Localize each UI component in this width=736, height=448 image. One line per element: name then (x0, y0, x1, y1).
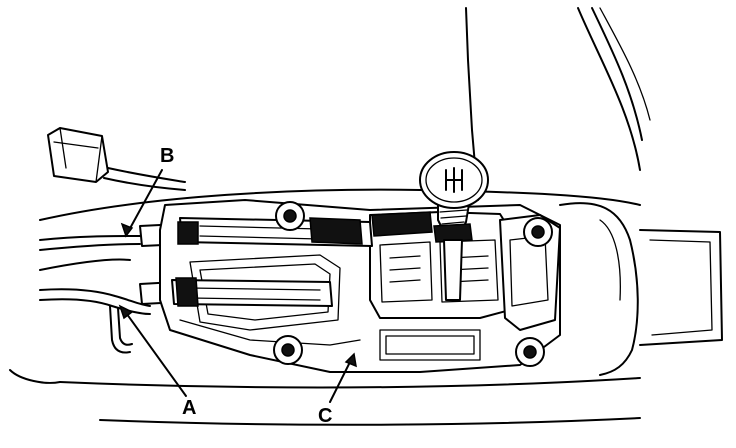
leader-arrow-b (120, 222, 134, 238)
callout-label-b: B (160, 145, 174, 167)
shift-lever (433, 197, 473, 301)
leader-line-a (123, 309, 187, 397)
leader-arrow-a (118, 304, 134, 320)
callout-label-c: C (318, 405, 332, 427)
gear-shift-pattern-icon (445, 167, 463, 193)
gear-knob (419, 151, 489, 209)
callout-leaders (118, 169, 357, 403)
bolt (515, 337, 545, 367)
leader-arrow-c (344, 352, 357, 368)
bolt (523, 217, 553, 247)
callout-label-a: A (182, 397, 196, 419)
leader-line-b (127, 169, 163, 233)
mounting-bolts (273, 201, 553, 367)
bolt (275, 201, 305, 231)
bolt (273, 335, 303, 365)
shift-cables (171, 217, 373, 307)
vehicle-body-lines (9, 7, 723, 426)
leader-line-c (329, 357, 353, 403)
